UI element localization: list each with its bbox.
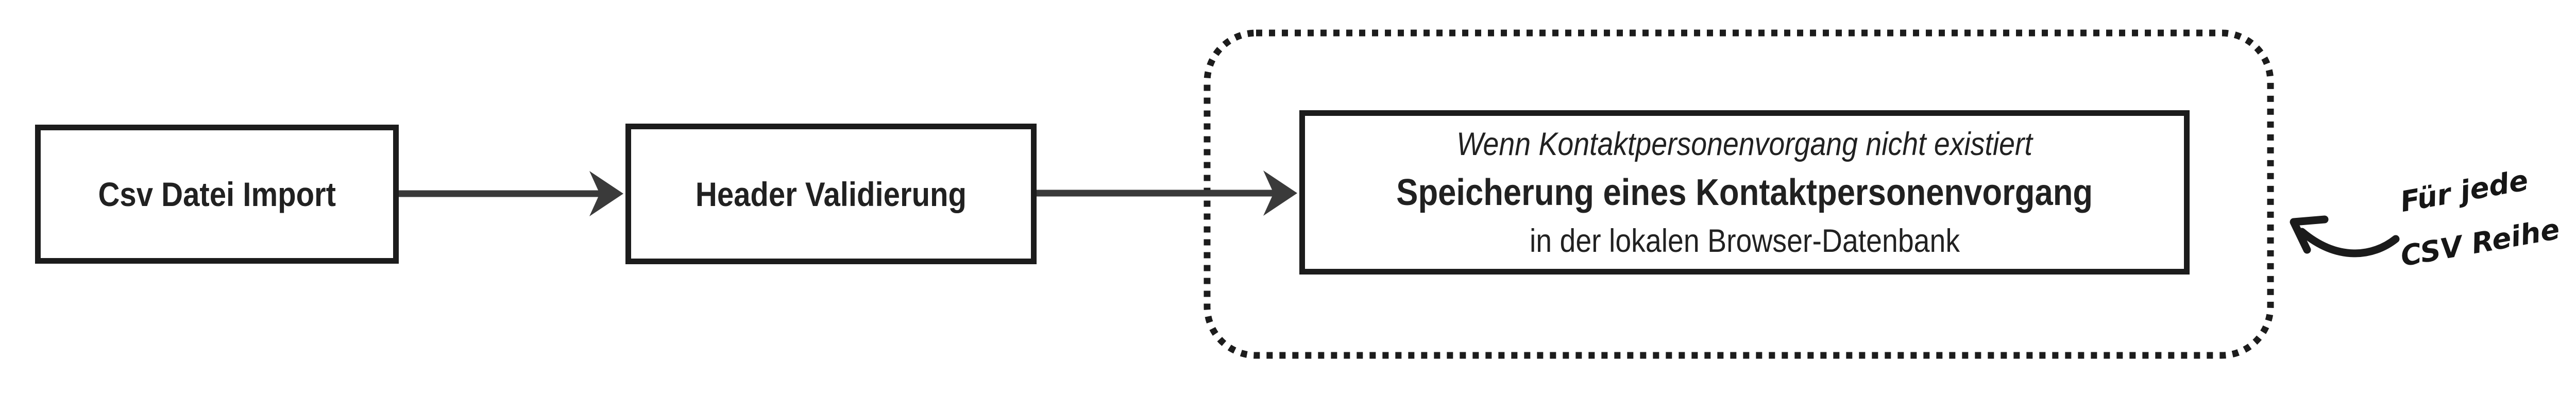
node-csv-import: Csv Datei Import — [35, 125, 399, 264]
loop-boundary-dotted-box — [1204, 29, 2274, 359]
annotation-curved-arrow-icon — [2290, 215, 2400, 258]
node-speicherung: Wenn Kontaktpersonenvorgang nicht existi… — [1299, 110, 2190, 275]
node-csv-import-label: Csv Datei Import — [98, 175, 336, 213]
right-arrow-icon-2 — [1037, 170, 1297, 216]
node-speicherung-subtitle: in der lokalen Browser-Datenbank — [1529, 222, 1960, 259]
node-speicherung-condition: Wenn Kontaktpersonenvorgang nicht existi… — [1456, 126, 2032, 162]
node-header-validierung: Header Validierung — [625, 124, 1037, 264]
right-arrow-icon-1 — [399, 171, 623, 216]
node-speicherung-title: Speicherung eines Kontaktpersonenvorgang — [1396, 172, 2093, 213]
node-header-validierung-label: Header Validierung — [695, 175, 967, 213]
